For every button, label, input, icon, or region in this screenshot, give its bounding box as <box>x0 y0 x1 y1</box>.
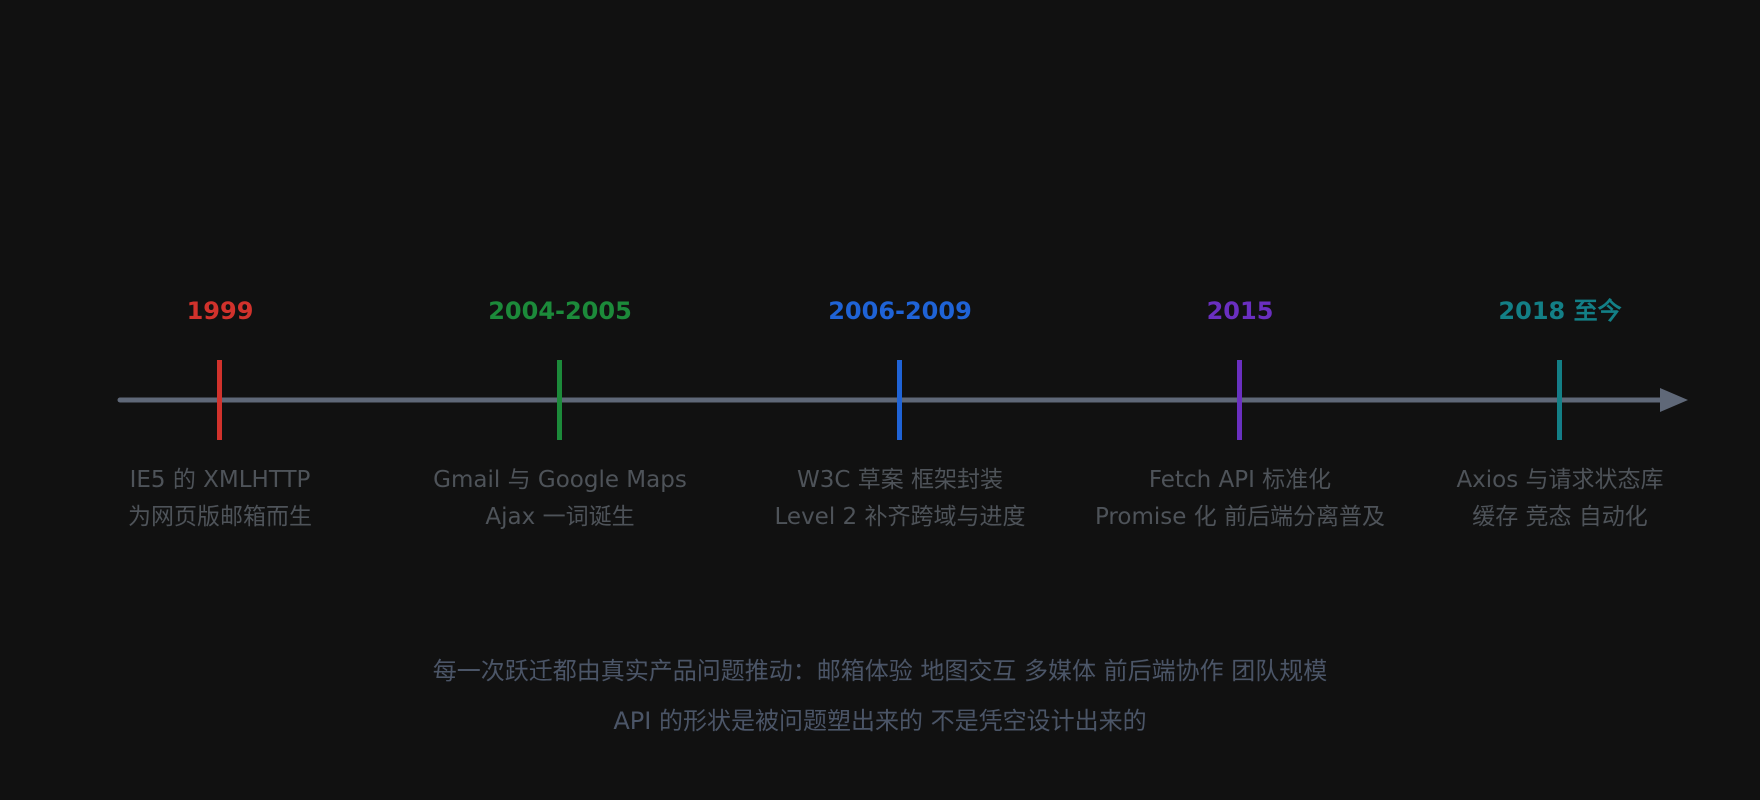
event-year-2006-2009: 2006-2009 <box>828 297 972 325</box>
event-description-line: Level 2 补齐跨域与进度 <box>774 504 1026 530</box>
event-description-line: IE5 的 XMLHTTP <box>129 467 311 493</box>
event-year-1999: 1999 <box>186 297 254 325</box>
event-description-line: 缓存 竞态 自动化 <box>1472 504 1648 530</box>
event-description: Gmail 与 Google Maps Ajax 一词诞生 <box>390 462 730 536</box>
event-description: W3C 草案 框架封装 Level 2 补齐跨域与进度 <box>730 462 1070 536</box>
event-description-line: Gmail 与 Google Maps <box>433 467 687 493</box>
event-description-line: Ajax 一词诞生 <box>485 504 635 530</box>
summary-line-2: API 的形状是被问题塑出来的 不是凭空设计出来的 <box>613 707 1147 735</box>
event-year-2015: 2015 <box>1206 297 1274 325</box>
event-description: IE5 的 XMLHTTP 为网页版邮箱而生 <box>50 462 390 536</box>
timeline-tick-2006-2009 <box>897 360 902 440</box>
timeline-tick-1999 <box>217 360 222 440</box>
summary-line-1: 每一次跃迁都由真实产品问题推动：邮箱体验 地图交互 多媒体 前后端协作 团队规模 <box>432 657 1328 685</box>
event-description-line: Fetch API 标准化 <box>1148 467 1332 493</box>
event-description: Axios 与请求状态库 缓存 竞态 自动化 <box>1390 462 1730 536</box>
timeline-tick-2015 <box>1237 360 1242 440</box>
timeline-tick-2004-2005 <box>557 360 562 440</box>
event-description-line: W3C 草案 框架封装 <box>796 467 1004 493</box>
timeline-tick-2018 <box>1557 360 1562 440</box>
event-description-line: Promise 化 前后端分离普及 <box>1094 504 1386 530</box>
event-description-line: Axios 与请求状态库 <box>1456 467 1664 493</box>
event-year-2004-2005: 2004-2005 <box>488 297 632 325</box>
event-description-line: 为网页版邮箱而生 <box>128 504 312 530</box>
timeline-arrow-head <box>1660 388 1688 412</box>
event-description: Fetch API 标准化 Promise 化 前后端分离普及 <box>1070 462 1410 536</box>
event-year-2018: 2018 至今 <box>1498 297 1622 325</box>
